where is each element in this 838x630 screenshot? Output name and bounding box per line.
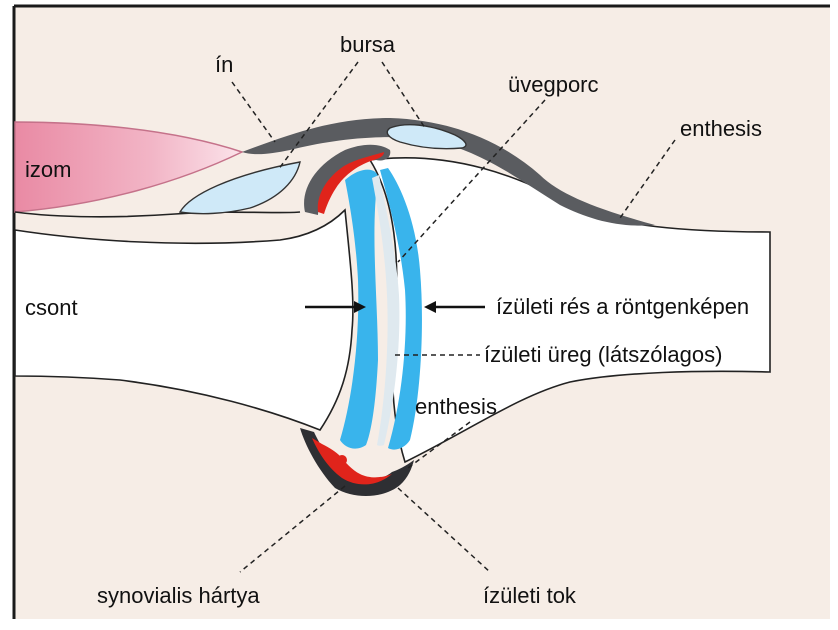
label-izuleti-res: ízületi rés a röntgenképen bbox=[496, 294, 749, 319]
label-izuleti-ureg: ízületi üreg (látszólagos) bbox=[484, 342, 722, 367]
label-izuleti-tok: ízületi tok bbox=[483, 583, 577, 608]
label-enthesis-top: enthesis bbox=[680, 116, 762, 141]
label-bursa: bursa bbox=[340, 32, 396, 57]
label-in: ín bbox=[215, 52, 233, 77]
label-enthesis-bottom: enthesis bbox=[415, 394, 497, 419]
synovial-fold bbox=[337, 455, 347, 465]
label-synovialis: synovialis hártya bbox=[97, 583, 260, 608]
label-csont: csont bbox=[25, 295, 78, 320]
label-uvegporc: üvegporc bbox=[508, 72, 599, 97]
label-izom: izom bbox=[25, 157, 71, 182]
